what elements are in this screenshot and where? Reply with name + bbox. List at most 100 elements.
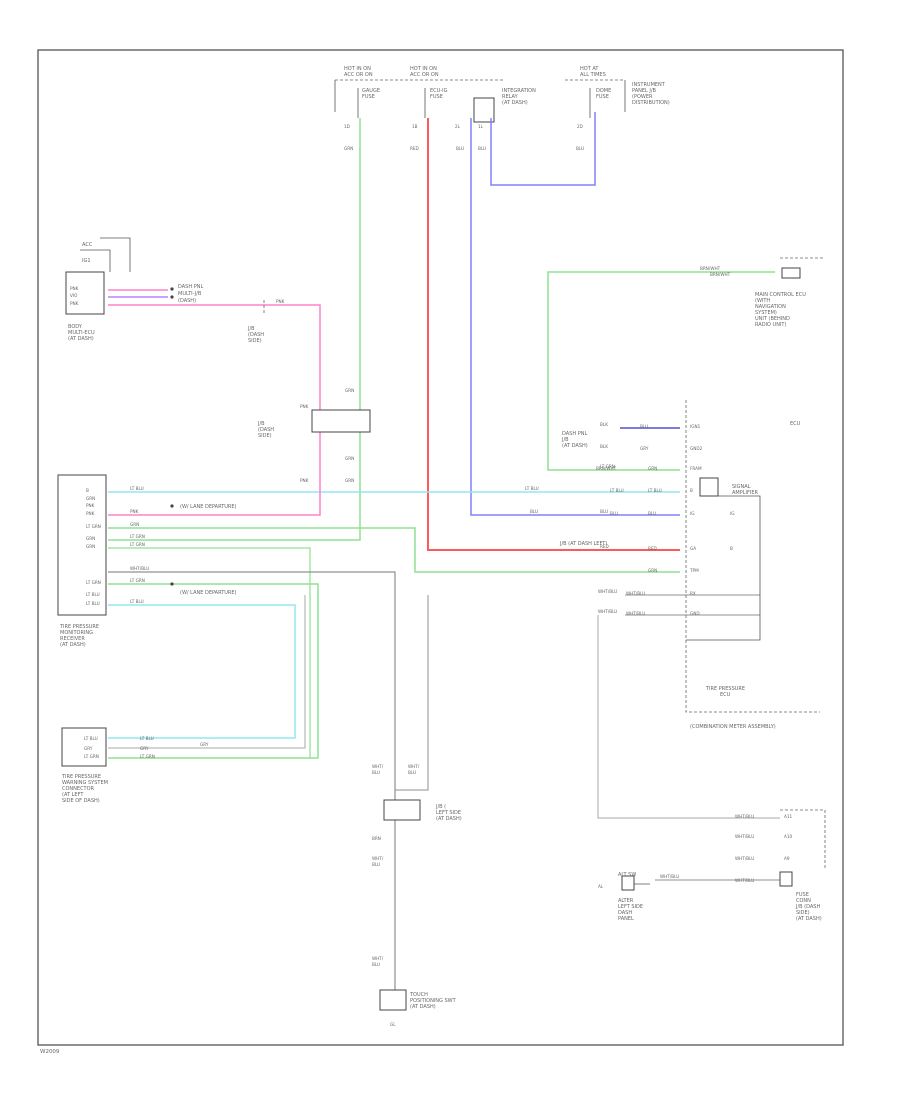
label-wht3: WHT/BLU — [598, 609, 617, 614]
svg-text:UNIT (BEHIND: UNIT (BEHIND — [755, 316, 790, 322]
svg-text:TIRE PRESSURE: TIRE PRESSURE — [705, 686, 745, 692]
svg-text:HOT IN ON: HOT IN ON — [344, 66, 371, 72]
svg-text:GRN: GRN — [344, 146, 353, 151]
svg-text:AMPLIFIER: AMPLIFIER — [732, 490, 759, 496]
svg-text:J/B: J/B — [561, 437, 569, 443]
svg-text:GND: GND — [690, 611, 700, 616]
tpms-ecu-left-connector: B GRN PNK PNK LT GRN GRN GRN LT GRN LT B… — [57, 474, 237, 648]
svg-text:LEFT SIDE: LEFT SIDE — [436, 810, 461, 816]
svg-text:1D: 1D — [344, 124, 350, 129]
svg-text:GRN: GRN — [345, 478, 354, 483]
svg-text:(DASH): (DASH) — [178, 298, 196, 304]
svg-text:GA: GA — [690, 546, 696, 551]
svg-text:NAVIGATION: NAVIGATION — [755, 304, 786, 310]
svg-text:(AT DASH): (AT DASH) — [436, 816, 462, 822]
svg-text:LT GRN: LT GRN — [84, 754, 99, 759]
label-blu-right2: BLU — [600, 509, 608, 514]
svg-text:RED: RED — [410, 146, 419, 151]
svg-text:CONNECTOR: CONNECTOR — [62, 786, 95, 792]
svg-text:RECEIVER: RECEIVER — [60, 636, 85, 642]
svg-text:WHT/BLU: WHT/BLU — [735, 814, 754, 819]
label-blu-right: BLU — [530, 509, 538, 514]
wire-blue-loop — [490, 112, 596, 186]
svg-text:FUSE: FUSE — [430, 94, 443, 100]
svg-text:WARNING SYSTEM: WARNING SYSTEM — [62, 780, 108, 786]
fuse-block: HOT IN ON ACC OR ON HOT IN ON ACC OR ON … — [334, 66, 670, 151]
svg-text:PNK: PNK — [86, 511, 95, 516]
svg-text:TOUCH: TOUCH — [409, 992, 428, 998]
svg-text:DASH PNL: DASH PNL — [562, 431, 587, 437]
svg-text:MULTI-J/B: MULTI-J/B — [178, 291, 202, 297]
wire-cyan-lower — [108, 604, 296, 739]
svg-text:J/B (DASH: J/B (DASH — [795, 904, 820, 910]
svg-text:MULTI-ECU: MULTI-ECU — [68, 330, 95, 336]
svg-text:(W/ LANE DEPARTURE): (W/ LANE DEPARTURE) — [180, 504, 237, 510]
svg-text:GRN: GRN — [86, 544, 95, 549]
left-upper-switch: ACC IG1 PNK VIO PNK DASH PNL MULTI-J/B (… — [65, 237, 203, 342]
svg-text:(AT DASH): (AT DASH) — [796, 916, 822, 922]
label-ltgrn3: LT GRN — [130, 542, 145, 547]
label-gray: GRY — [200, 742, 209, 747]
svg-text:(AT DASH): (AT DASH) — [562, 443, 588, 449]
svg-text:J/B: J/B — [257, 421, 265, 427]
svg-text:J/B (AT DASH LEFT): J/B (AT DASH LEFT) — [559, 541, 607, 547]
label-brn: BRN/WHT — [700, 266, 721, 271]
svg-text:LT BLU: LT BLU — [648, 488, 662, 493]
svg-text:(AT DASH): (AT DASH) — [502, 100, 528, 106]
wire-green-main — [108, 118, 361, 541]
wire-gray-ground — [108, 571, 396, 990]
svg-text:A11: A11 — [784, 814, 793, 819]
svg-text:GRY: GRY — [140, 746, 149, 751]
svg-text:LT BLU: LT BLU — [84, 736, 98, 741]
svg-text:(POWER: (POWER — [632, 94, 653, 100]
svg-text:GND2: GND2 — [690, 446, 703, 451]
label-wht2: WHT/BLU — [598, 589, 617, 594]
svg-text:HOT AT: HOT AT — [580, 66, 599, 72]
lower-right-connector: WHT/BLU A11 WHT/BLU A10 WHT/BLU A9 WHT/B… — [598, 809, 826, 922]
svg-text:LT BLU: LT BLU — [86, 601, 100, 606]
wire-gray-right — [395, 595, 429, 791]
svg-text:POSITIONING SWT: POSITIONING SWT — [410, 998, 457, 1004]
svg-text:ALTER: ALTER — [618, 898, 634, 904]
wire-green-tpms — [108, 527, 680, 573]
svg-text:1B: 1B — [412, 124, 418, 129]
svg-text:B: B — [730, 546, 733, 551]
wire-gray-mid — [108, 595, 306, 749]
svg-text:WHT/BLU: WHT/BLU — [735, 878, 754, 883]
svg-text:ALL TIMES: ALL TIMES — [580, 72, 606, 78]
svg-text:LT BLU: LT BLU — [86, 592, 100, 597]
svg-text:BLU: BLU — [640, 424, 648, 429]
wire-red — [427, 118, 680, 551]
svg-text:J/B: J/B — [247, 326, 255, 332]
svg-text:GRN: GRN — [345, 388, 354, 393]
junction-connector: J/B (DASH SIDE) PNK GRN GRN PNK GRN — [257, 388, 371, 483]
svg-text:GAUGE: GAUGE — [362, 88, 380, 94]
svg-text:BRN/WHT: BRN/WHT — [710, 272, 731, 277]
svg-text:LEFT SIDE: LEFT SIDE — [618, 904, 643, 910]
wire-pink-lower — [108, 304, 321, 516]
svg-text:TPM: TPM — [689, 568, 699, 573]
svg-text:(DASH: (DASH — [248, 332, 264, 338]
svg-text:MONITORING: MONITORING — [60, 630, 93, 636]
svg-text:SIDE OF DASH): SIDE OF DASH) — [62, 798, 100, 804]
svg-text:GRN: GRN — [648, 568, 657, 573]
svg-text:HOT IN ON: HOT IN ON — [410, 66, 437, 72]
svg-text:WHT/: WHT/ — [372, 856, 384, 861]
svg-text:FUSE: FUSE — [362, 94, 375, 100]
svg-text:2D: 2D — [577, 124, 583, 129]
svg-text:VIO: VIO — [70, 293, 78, 298]
svg-text:IG: IG — [730, 511, 734, 516]
tpms-receiver-connector: LT BLU GRY LT GRN LT BLU GRY LT GRN TIRE… — [61, 727, 155, 804]
svg-text:SIGNAL: SIGNAL — [732, 484, 751, 490]
svg-text:A10: A10 — [784, 834, 793, 839]
svg-text:BLU: BLU — [478, 146, 486, 151]
svg-text:DASH: DASH — [618, 910, 632, 916]
svg-text:BRN/WHT: BRN/WHT — [596, 466, 617, 471]
svg-text:DISTRIBUTION): DISTRIBUTION) — [632, 100, 670, 106]
wire-labels: LT BLU LT BLU BLU BLU PNK PNK GRN LT GRN… — [130, 266, 721, 879]
svg-text:GRN: GRN — [345, 456, 354, 461]
svg-text:(AT DASH): (AT DASH) — [68, 336, 94, 342]
wire-gray-tpms2 — [597, 615, 780, 819]
svg-text:ECU-IG: ECU-IG — [430, 88, 448, 94]
